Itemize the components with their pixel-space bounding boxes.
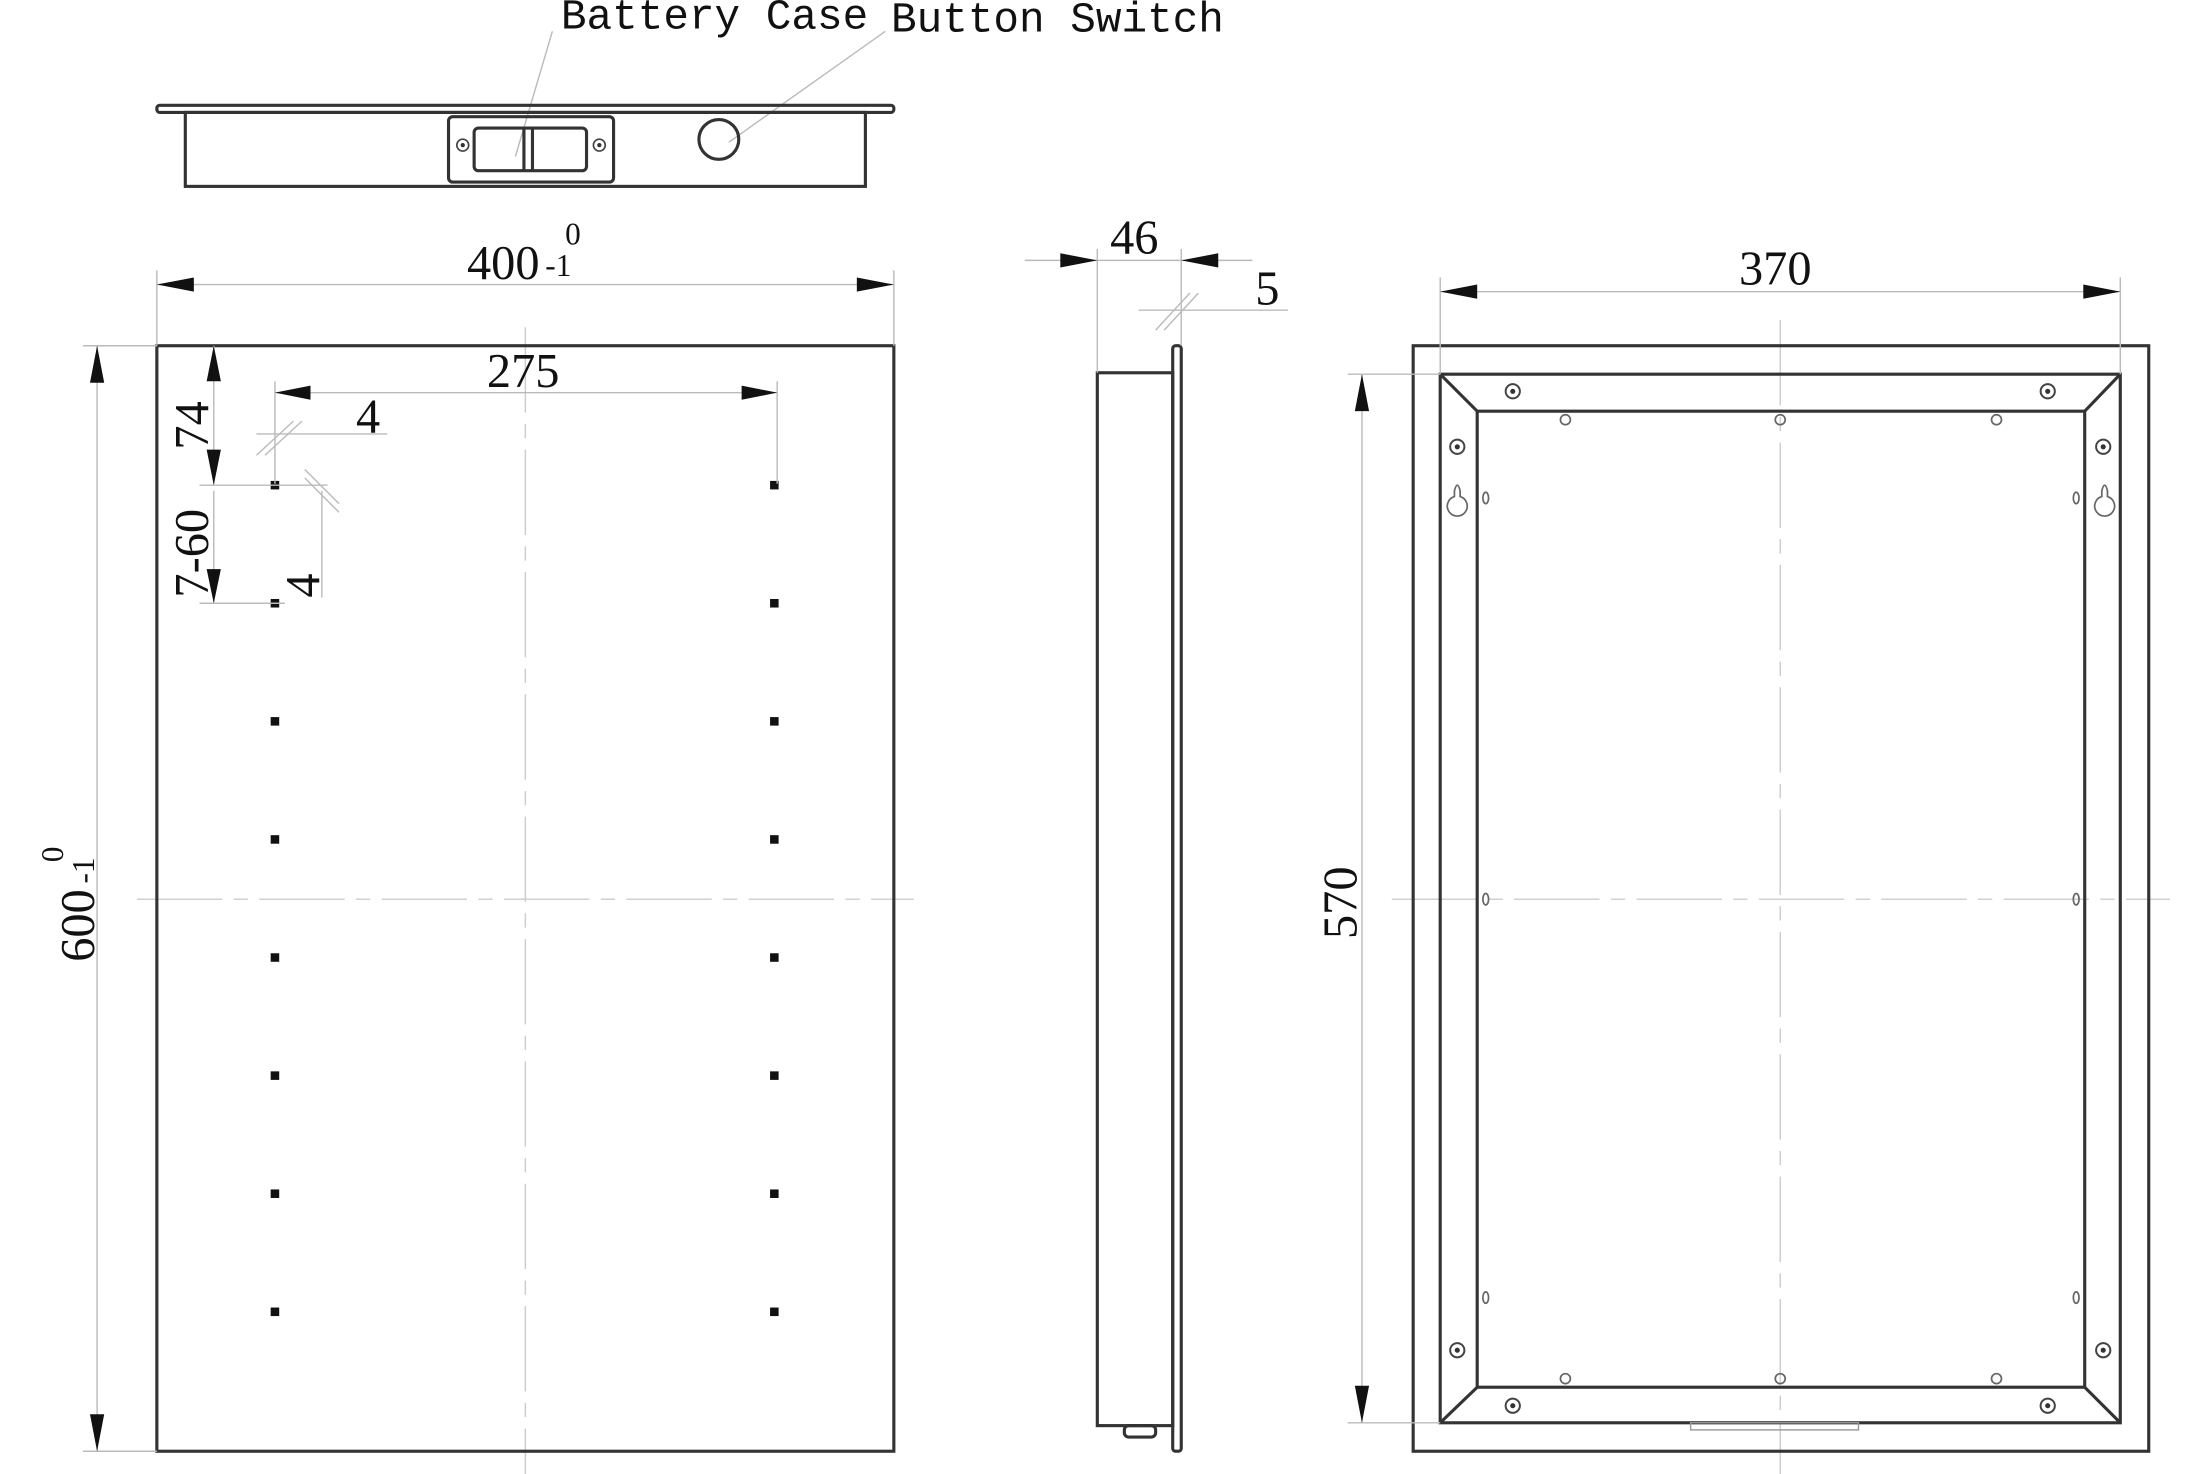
mounting-hole xyxy=(270,1307,280,1317)
mounting-hole xyxy=(770,1307,779,1317)
mounting-hole xyxy=(270,953,280,962)
button-switch-label: Button Switch xyxy=(891,0,1224,44)
mounting-hole xyxy=(770,1189,779,1198)
depth-dimension: 46 xyxy=(1110,211,1158,264)
height-tolerance-upper: 0 xyxy=(35,847,70,863)
hole-size-x-dimension: 4 xyxy=(356,391,380,444)
button-switch xyxy=(697,117,741,161)
mounting-hole xyxy=(270,717,280,726)
keyhole-left-icon xyxy=(1446,484,1469,517)
hole-spacing-dimension: 275 xyxy=(487,345,560,398)
mounting-hole xyxy=(770,717,779,726)
hole-pitch-dimension: 7-60 xyxy=(166,509,219,598)
top-view xyxy=(155,103,896,188)
battery-case-label: Battery Case xyxy=(561,0,868,41)
top-offset-dimension: 74 xyxy=(166,401,219,449)
side-view: 46 5 xyxy=(1024,211,1288,1453)
clips xyxy=(1482,413,2080,1385)
mounting-hole xyxy=(770,480,779,490)
width-tolerance-upper: 0 xyxy=(565,217,581,252)
height-tolerance-lower: -1 xyxy=(66,857,101,883)
back-view: 370 570 xyxy=(1314,243,2171,1474)
back-width-dimension: 370 xyxy=(1739,243,1812,296)
mounting-hole xyxy=(270,835,280,844)
mounting-hole xyxy=(770,1071,779,1080)
battery-case-leader xyxy=(514,31,554,157)
battery-case xyxy=(446,115,616,184)
mounting-hole xyxy=(270,1189,280,1198)
front-view: 400 0 -1 600 0 -1 275 4 74 7-60 4 xyxy=(35,217,914,1474)
keyhole-right-icon xyxy=(2093,484,2116,517)
back-height-dimension: 570 xyxy=(1314,866,1367,939)
mounting-hole xyxy=(770,598,779,608)
mounting-hole xyxy=(770,953,779,962)
button-switch-leader xyxy=(728,30,886,143)
width-tolerance-lower: -1 xyxy=(545,248,571,283)
mounting-hole xyxy=(270,1071,280,1080)
hole-size-y-dimension: 4 xyxy=(277,573,330,597)
plate-thickness-dimension: 5 xyxy=(1255,262,1279,315)
height-dimension: 600 xyxy=(52,889,105,962)
mounting-hole xyxy=(770,835,779,844)
width-dimension: 400 xyxy=(467,237,540,290)
